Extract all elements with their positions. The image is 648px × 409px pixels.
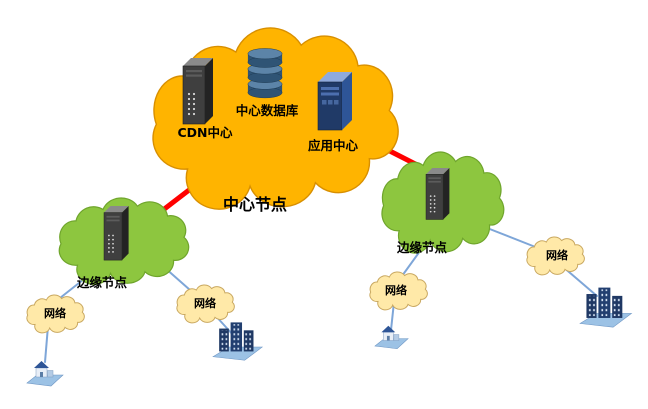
app-center-label: 应用中心 [308, 138, 359, 153]
cdn-center-label: CDN中心 [177, 125, 233, 140]
app-server-icon [317, 71, 353, 131]
buildings-icon-left [212, 321, 263, 361]
network-label-right-inner: 网络 [385, 283, 407, 297]
network-label-left-outer: 网络 [44, 306, 66, 320]
buildings-icon-right [579, 287, 632, 328]
house-icon-left [26, 360, 64, 387]
network-label-left-inner: 网络 [194, 296, 216, 310]
access-link-edgeR-netR2 [481, 225, 539, 249]
edge-server-icon-right [425, 167, 450, 220]
house-icon-right [374, 325, 409, 350]
edge-server-icon-left [103, 205, 130, 261]
edge-node-label-left: 边缘节点 [76, 275, 128, 290]
database-icon [247, 47, 283, 99]
central-node-label: 中心节点 [223, 195, 287, 214]
cdn-server-icon [182, 57, 214, 125]
central-database-label: 中心数据库 [236, 103, 299, 118]
network-label-right-outer: 网络 [546, 248, 568, 262]
edge-node-label-right: 边缘节点 [396, 240, 448, 255]
